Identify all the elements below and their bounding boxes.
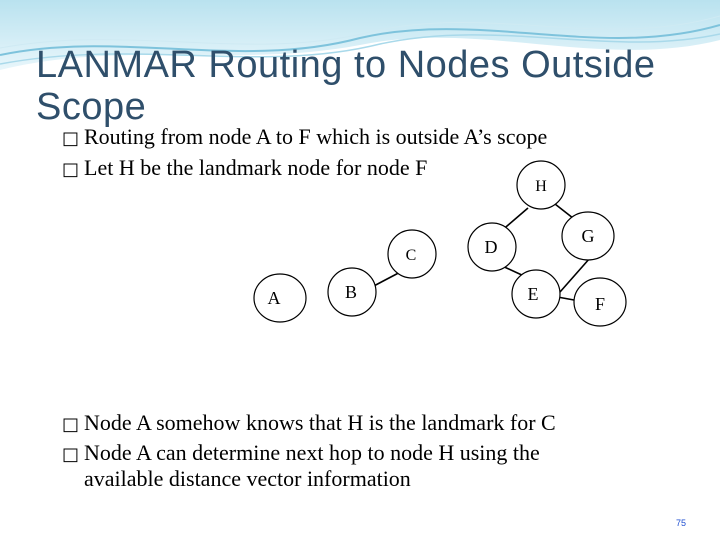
node-label-e: E <box>528 284 539 304</box>
bullet-next-hop-continuation: available distance vector information <box>84 466 411 492</box>
page-number: 75 <box>676 518 686 528</box>
node-label-c: C <box>406 247 417 264</box>
bullet-marker-icon: □ <box>62 414 82 435</box>
node-label-f: F <box>595 294 605 314</box>
node-label-d: D <box>485 237 498 257</box>
bullet-next-hop: □Node A can determine next hop to node H… <box>62 440 540 466</box>
node-label-a: A <box>268 288 281 308</box>
bullet-knows-landmark: □Node A somehow knows that H is the land… <box>62 410 556 436</box>
node-label-g: G <box>582 226 595 246</box>
bullet-text: Node A somehow knows that H is the landm… <box>84 410 556 435</box>
node-label-b: B <box>345 282 357 302</box>
node-label-h: H <box>535 178 547 195</box>
bullet-text: Node A can determine next hop to node H … <box>84 440 540 465</box>
bullet-marker-icon: □ <box>62 444 82 465</box>
